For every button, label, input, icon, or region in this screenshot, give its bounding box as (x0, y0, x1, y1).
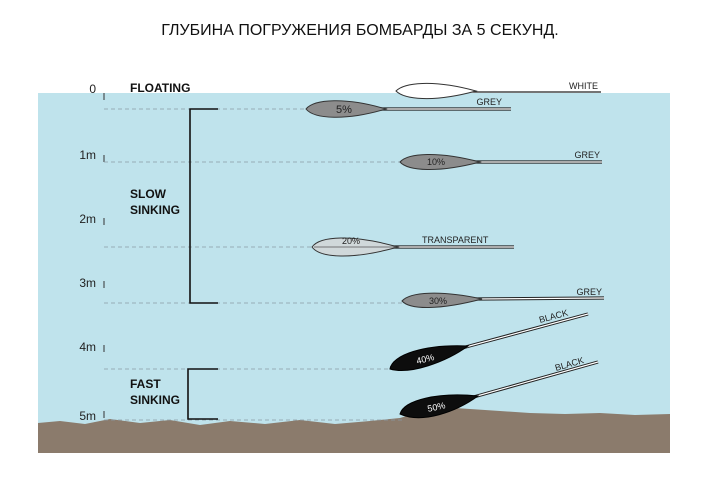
depth-guide-lines (104, 108, 402, 421)
floating-label: FLOATING (130, 81, 190, 95)
line-label-grey-5pct: GREY (476, 97, 502, 107)
bombard-body-black-40pct (389, 345, 470, 371)
line-label-transparent-20pct: TRANSPARENT (422, 235, 489, 245)
water-area (38, 93, 670, 433)
depth-label-0: 0 (89, 82, 96, 96)
fishing-line-inner-black-50pct (469, 361, 599, 399)
depth-axis: 0 1m 2m 3m 4m 5m (79, 82, 105, 423)
pct-label-5pct: 5% (336, 104, 352, 116)
bombard-body-black-50pct (399, 394, 480, 419)
bombard-grey-30pct: 30% GREY (401, 287, 605, 308)
depth-label-5m: 5m (79, 409, 96, 423)
fast-sinking-bracket (187, 368, 218, 420)
seabed (38, 407, 670, 453)
slow-sinking-bracket (189, 108, 218, 304)
bombard-black-50pct: 50% BLACK (399, 355, 599, 419)
pct-label-10pct: 10% (427, 157, 445, 167)
pct-label-30pct: 30% (429, 296, 447, 306)
pct-label-50pct: 50% (427, 400, 447, 414)
pct-label-20pct: 20% (342, 236, 360, 246)
bombard-body-white (395, 83, 478, 99)
diagram-title: ГЛУБИНА ПОГРУЖЕНИЯ БОМБАРДЫ ЗА 5 СЕКУНД. (161, 22, 559, 39)
line-label-white: WHITE (569, 81, 598, 91)
fishing-line-inner-grey-30pct (475, 297, 605, 300)
line-label-grey-10pct: GREY (574, 150, 600, 160)
depth-label-4m: 4m (79, 340, 96, 354)
depth-label-2m: 2m (79, 212, 96, 226)
slow-sinking-label-line2: SINKING (130, 203, 180, 217)
fishing-line-inner-black-40pct (461, 313, 589, 349)
bombard-grey-5pct: 5% GREY (305, 97, 511, 118)
bombard-body-grey-10pct (399, 154, 482, 170)
fast-sinking-label-line2: SINKING (130, 393, 180, 407)
bombard-body-grey-30pct (401, 292, 483, 308)
bombard-white: WHITE (395, 81, 601, 99)
bombard-grey-10pct: 10% GREY (399, 150, 602, 170)
pct-label-40pct: 40% (415, 352, 435, 366)
line-label-grey-30pct: GREY (576, 287, 602, 297)
bombard-transparent-20pct: 20% TRANSPARENT (311, 235, 514, 257)
bombard-body-grey-5pct (305, 100, 388, 118)
slow-sinking-label-line1: SLOW (130, 187, 167, 201)
depth-label-3m: 3m (79, 276, 96, 290)
depth-label-1m: 1m (79, 148, 96, 162)
bombard-black-40pct: 40% BLACK (389, 308, 589, 371)
fast-sinking-label-line1: FAST (130, 377, 161, 391)
